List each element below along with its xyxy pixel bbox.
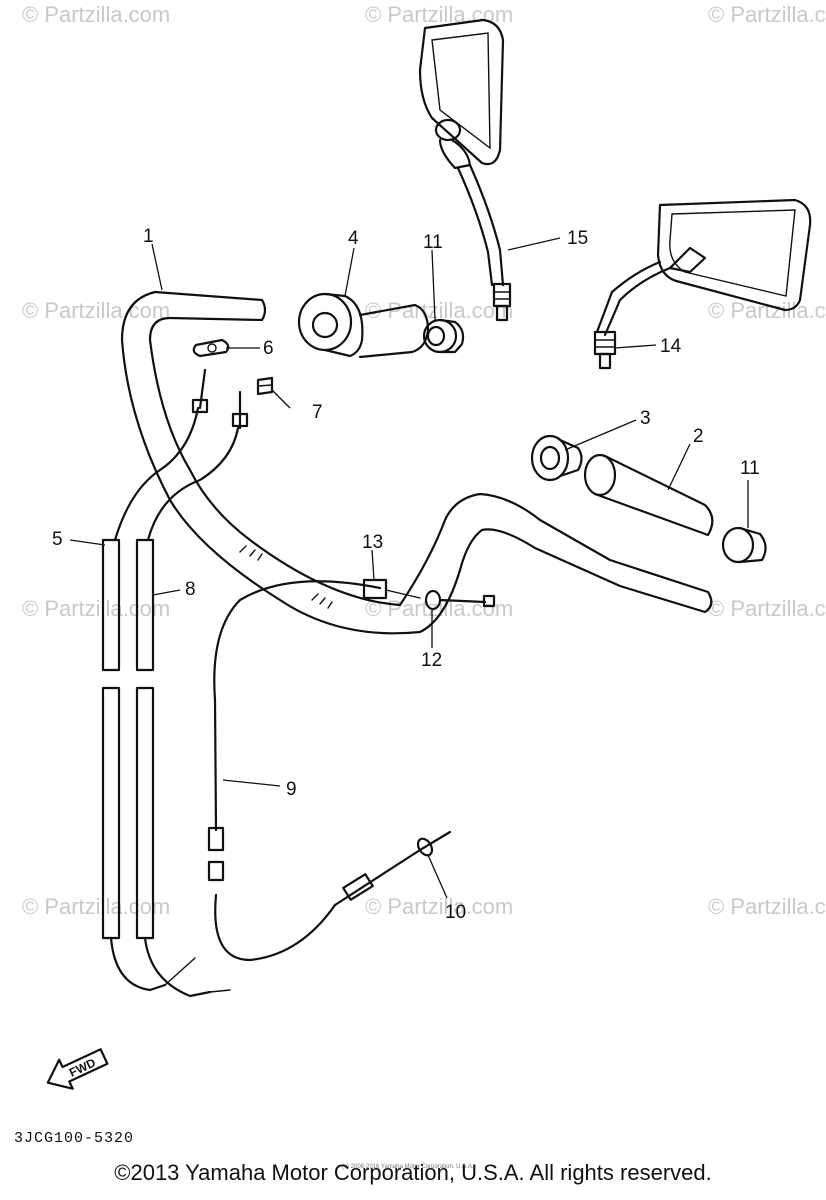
watermark: © Partzilla.com (22, 596, 170, 621)
fine-print: (c) 2008-2016 Yamaha Motor Corporation, … (342, 1164, 474, 1170)
handlebar-grip (583, 453, 714, 537)
callout-4: 4 (348, 228, 359, 249)
throttle-cables (101, 368, 249, 998)
watermark: © Partzilla.com (22, 2, 170, 27)
watermarks: © Partzilla.com © Partzilla.com © Partzi… (22, 2, 826, 919)
watermark: © Partzilla.com (708, 298, 826, 323)
callout-10: 10 (445, 902, 466, 923)
callout-6: 6 (263, 338, 274, 359)
watermark: © Partzilla.com (22, 894, 170, 919)
watermark: © Partzilla.com (708, 2, 826, 27)
mirror-left (418, 18, 512, 322)
handlebar (120, 290, 713, 635)
callout-9: 9 (286, 779, 297, 800)
leader-lines (69, 237, 749, 899)
callout-11: 11 (423, 232, 443, 253)
callout-14: 14 (660, 336, 682, 357)
callout-5: 5 (52, 529, 63, 550)
watermark: © Partzilla.com (365, 2, 513, 27)
mirror-right (593, 198, 812, 370)
callout-11: 11 (740, 458, 760, 479)
callout-numbers: 1 2 3 4 5 6 7 8 9 10 11 11 12 13 14 15 (52, 226, 760, 923)
watermark: © Partzilla.com (708, 894, 826, 919)
callout-7: 7 (312, 402, 323, 423)
cable-adjusters (362, 578, 496, 611)
callout-2: 2 (693, 426, 704, 447)
cable-clamp (192, 338, 274, 396)
grip-end-upper (422, 318, 465, 354)
grip-collar (530, 434, 583, 482)
copyright-notice: ©2013 Yamaha Motor Corporation, U.S.A. A… (114, 1160, 712, 1185)
watermark: © Partzilla.com (365, 894, 513, 919)
clutch-cable (207, 580, 452, 962)
grip-end-right (721, 526, 767, 564)
callout-13: 13 (362, 532, 383, 553)
callout-8: 8 (185, 579, 196, 600)
callout-3: 3 (640, 408, 651, 429)
watermark: © Partzilla.com (22, 298, 170, 323)
callout-15: 15 (567, 228, 588, 249)
diagram-code: 3JCG100-5320 (14, 1130, 134, 1147)
callout-12: 12 (421, 650, 442, 671)
throttle-grip (297, 292, 430, 359)
callout-1: 1 (143, 226, 154, 247)
forward-arrow: FWD (46, 1048, 109, 1090)
watermark: © Partzilla.com (708, 596, 826, 621)
